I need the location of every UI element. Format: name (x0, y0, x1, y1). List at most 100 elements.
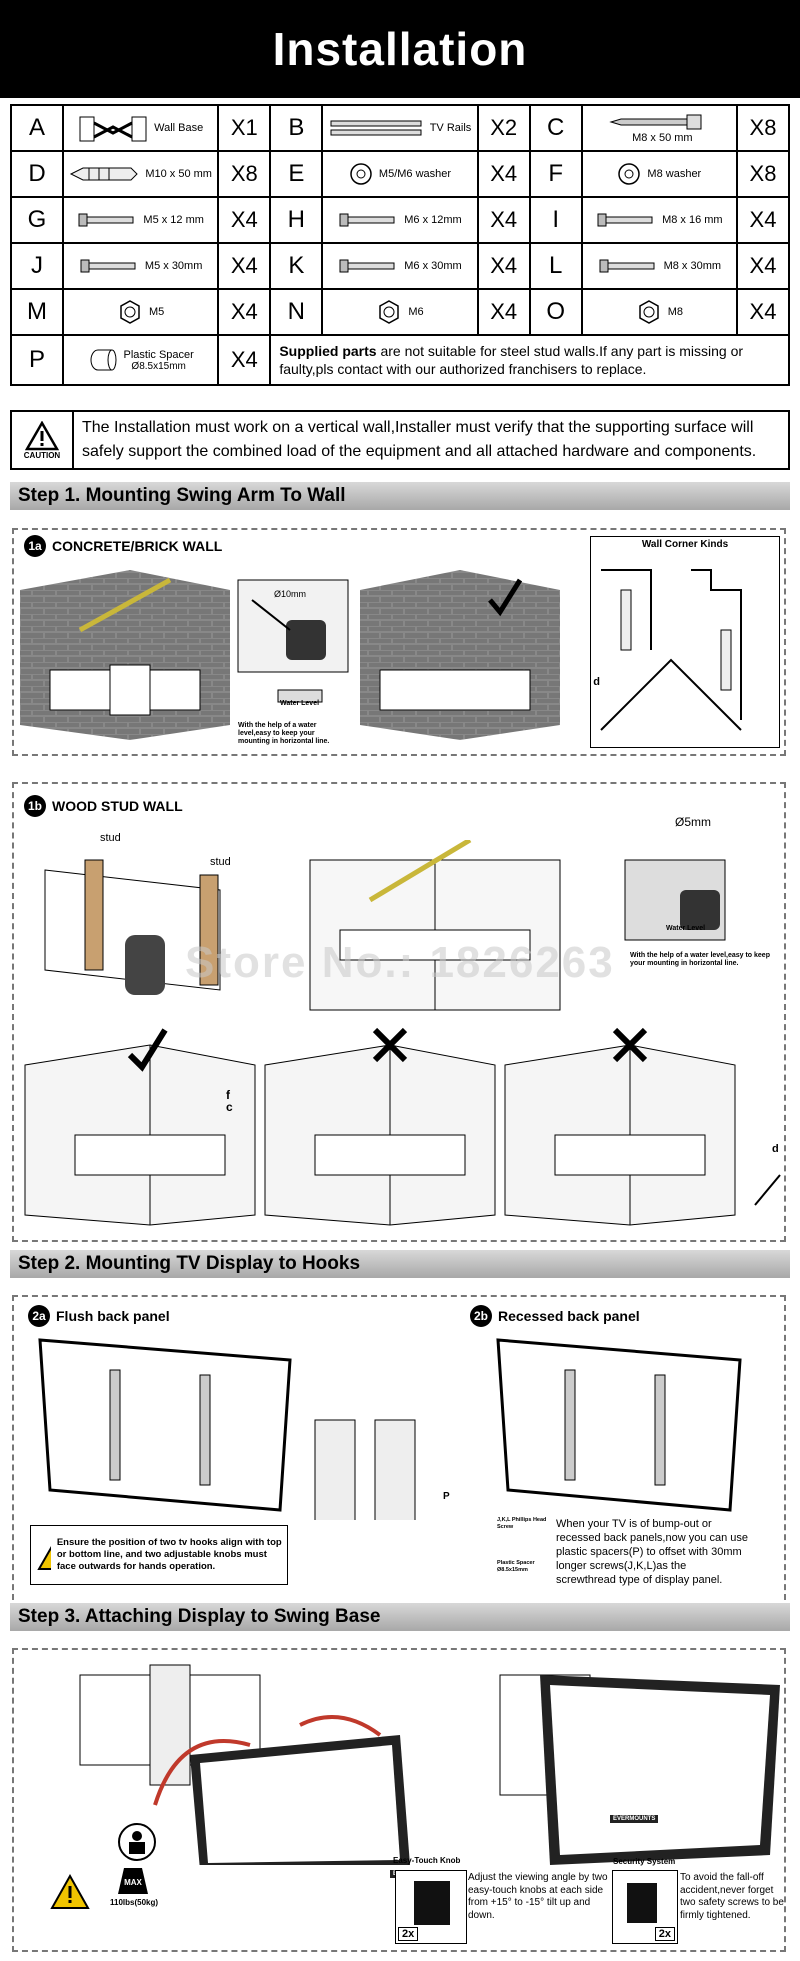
part-letter: I (528, 196, 583, 244)
part-cell: M8 washer (580, 150, 739, 198)
part-cell: Wall Base (61, 104, 220, 152)
part-letter: K (269, 242, 324, 290)
part-name: M6 x 30mm (404, 260, 462, 272)
part-cell: M8 x 50 mm (580, 104, 739, 152)
part-cell: M5 (61, 288, 220, 336)
part-letter: C (528, 104, 583, 152)
label-c-1b: c (226, 1100, 233, 1114)
flush-panel-title: Flush back panel (56, 1308, 170, 1324)
spacer-label-2b: Plastic Spacer Ø8.5x15mm (497, 1560, 535, 1573)
drill-size-1b: Ø5mm (675, 815, 711, 829)
part-qty: X4 (476, 242, 531, 290)
part-cell: M8 x 30mm (580, 242, 739, 290)
part-qty: X2 (476, 104, 531, 152)
part-letter: N (269, 288, 324, 336)
step3-panel (12, 1648, 786, 1952)
warning-icon (50, 1874, 90, 1909)
nut-icon (376, 300, 402, 324)
part-cell: M8 (580, 288, 739, 336)
supplied-parts-note: Supplied parts are not suitable for stee… (269, 334, 790, 386)
page-title: Installation (0, 0, 800, 98)
lag-bolt-icon (609, 114, 709, 130)
part-letter: B (269, 104, 324, 152)
step2-heading: Step 2. Mounting TV Display to Hooks (10, 1250, 790, 1278)
part-cell: TV Rails (321, 104, 479, 152)
part-cell: M6 x 30mm (321, 242, 479, 290)
supplied-parts-bold: Supplied parts (279, 343, 377, 359)
spacer-letter-p: P (443, 1491, 450, 1502)
wood-stud-heading: 1b WOOD STUD WALL (24, 795, 183, 817)
nut-icon (117, 300, 143, 324)
part-qty: X4 (476, 196, 531, 244)
instruction-sheet (0, 98, 800, 1961)
security-system-icon: 2x (612, 1870, 678, 1944)
screw-label-2b: J,K,L Phillips Head Screw (497, 1517, 547, 1530)
supplied-parts-text: are not suitable for steel stud walls.If… (279, 343, 744, 377)
part-letter: J (10, 242, 64, 290)
label-f-1b: f (226, 1088, 230, 1102)
part-qty: X4 (736, 196, 790, 244)
part-letter: M (10, 288, 64, 336)
part-name: M10 x 50 mm (145, 168, 212, 180)
wall-base-icon (78, 116, 148, 142)
part-letter: P (10, 334, 64, 386)
hook-warning-box: Ensure the position of two tv hooks alig… (30, 1525, 288, 1585)
part-qty: X8 (217, 150, 272, 198)
water-level-note-1a: With the help of a water level,easy to k… (238, 722, 330, 745)
part-qty: X8 (736, 150, 790, 198)
step-badge: 2b (470, 1305, 492, 1327)
step-badge: 1b (24, 795, 46, 817)
washer-icon (349, 163, 373, 185)
part-letter: F (528, 150, 583, 198)
part-name: M6 x 12mm (404, 214, 462, 226)
part-qty: X4 (476, 150, 531, 198)
part-letter: E (269, 150, 324, 198)
wood-stud-illustration (44, 840, 726, 1011)
drill-size-1a: Ø10mm (274, 589, 306, 599)
part-name: M8 (667, 306, 683, 318)
wall-corner-diagram (600, 569, 742, 731)
part-name: Wall Base (154, 122, 204, 134)
easy-touch-knob-icon: 2x (395, 1870, 467, 1944)
part-size: Ø8.5x15mm (131, 360, 186, 372)
part-qty: X4 (217, 288, 272, 336)
stud-label: stud (210, 856, 231, 868)
step-badge: 1a (24, 535, 46, 557)
part-name: Plastic Spacer (123, 348, 194, 361)
security-system-text: To avoid the fall-off accident,never for… (680, 1872, 784, 1921)
spacer-icon (88, 349, 118, 371)
part-cell: M5 x 30mm (61, 242, 220, 290)
person-icon (118, 1823, 156, 1861)
wood-stud-result-illustrations (24, 1027, 781, 1226)
water-level-note-1b: With the help of a water level,easy to k… (630, 952, 770, 967)
easy-touch-knob-text: Adjust the viewing angle by two easy-tou… (468, 1872, 608, 1921)
part-name: M6 (408, 306, 424, 318)
anchor-icon (69, 167, 139, 181)
quantity-badge: 2x (398, 1927, 419, 1941)
part-qty: X4 (217, 334, 272, 386)
wall-corner-kinds-box: Wall Corner Kinds (590, 536, 780, 748)
screw-icon (79, 259, 139, 273)
caution-label: CAUTION (23, 450, 61, 460)
screw-icon (596, 213, 656, 227)
part-qty: X4 (736, 288, 790, 336)
part-name: M8 washer (647, 168, 702, 180)
part-name: M8 x 50 mm (632, 132, 693, 145)
stud-label: stud (100, 832, 121, 844)
label-d-1a: d (593, 676, 600, 688)
screw-icon (338, 259, 398, 273)
hook-warning-text: Ensure the position of two tv hooks alig… (56, 1537, 282, 1572)
concrete-wall-panel (12, 528, 786, 756)
part-letter: H (269, 196, 324, 244)
security-system-title: Security System (613, 1857, 676, 1866)
recessed-panel-heading: 2b Recessed back panel (470, 1305, 640, 1327)
recessed-panel-note: When your TV is of bump-out or recessed … (556, 1518, 749, 1586)
nut-icon (636, 300, 662, 324)
step3-heading: Step 3. Attaching Display to Swing Base (10, 1603, 790, 1631)
